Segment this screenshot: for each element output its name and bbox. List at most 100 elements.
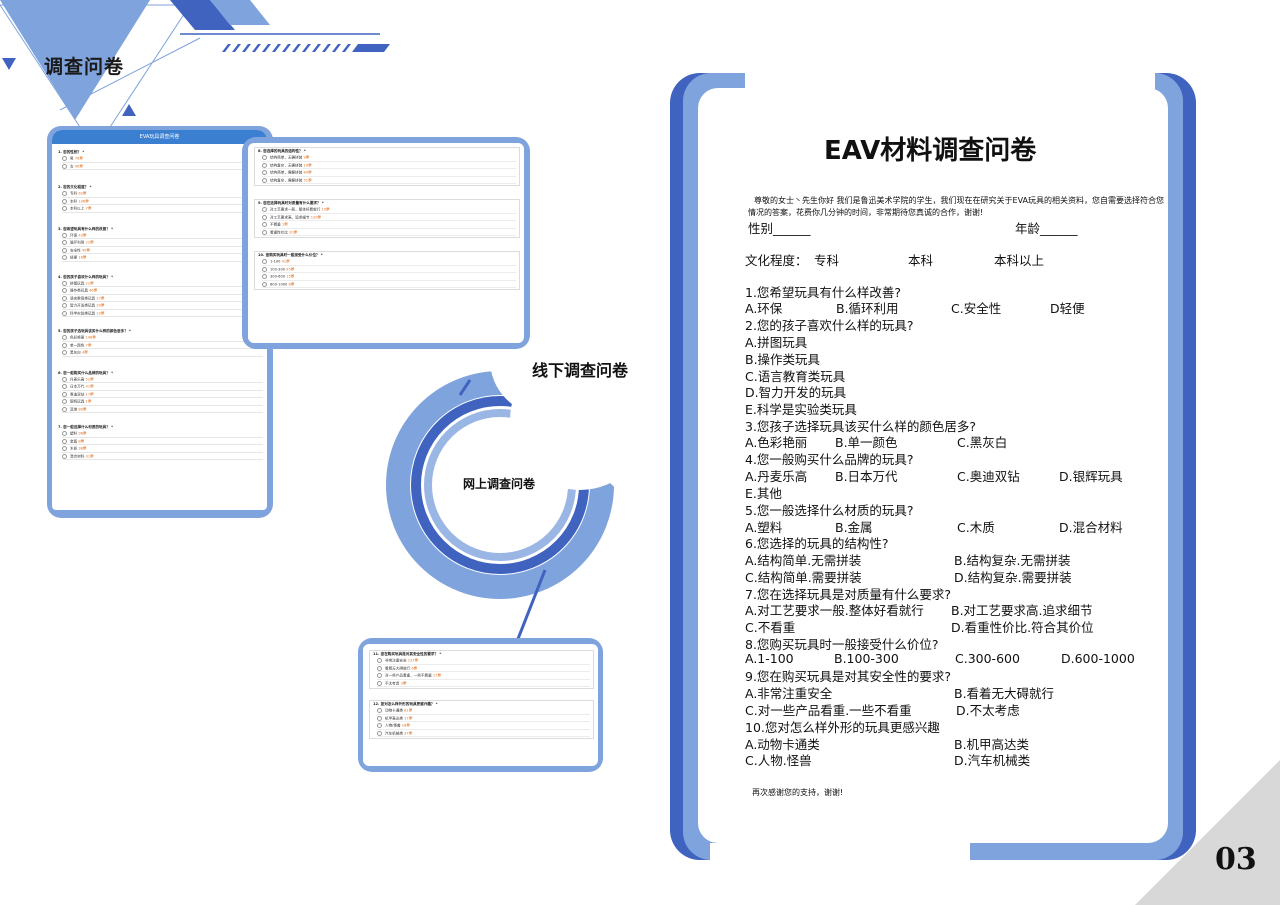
radio-icon[interactable] [262,266,267,272]
radio-icon[interactable] [62,247,67,253]
mini-option[interactable]: 100-300 95票 [262,266,516,273]
mini-option[interactable]: 看着无大碍就行 6票 [377,665,590,672]
radio-icon[interactable] [62,295,67,301]
mini-option[interactable]: 轻便 16票 [62,255,263,262]
radio-icon[interactable] [377,723,382,728]
mini-option[interactable]: 日本万代 41票 [62,384,263,391]
radio-icon[interactable] [62,163,67,169]
mini-option[interactable]: 对一些产品看重，一些不看重 17票 [377,673,590,680]
radio-icon[interactable] [62,206,67,211]
radio-icon[interactable] [62,350,67,355]
mini-option[interactable]: 语言教育类玩具 27票 [62,295,263,302]
mini-option-label: 300-600 [270,274,286,279]
radio-icon[interactable] [62,431,67,436]
radio-icon[interactable] [62,156,67,161]
radio-icon[interactable] [62,453,67,459]
mini-option[interactable]: 1-100 41票 [262,259,516,266]
mini-option[interactable]: 专科 62票 [62,191,263,198]
mini-option[interactable]: 奥迪双钻 17票 [62,391,263,398]
mini-option[interactable]: 塑料 96票 [62,431,263,438]
mini-option[interactable]: 银辉玩具 1票 [62,399,263,406]
mini-option[interactable]: 操作类玩具 46票 [62,288,263,295]
mini-option[interactable]: 人物/怪兽 18票 [377,723,590,730]
mini-option[interactable]: 木质 38票 [62,446,263,453]
radio-icon[interactable] [262,214,267,220]
radio-icon[interactable] [262,207,267,212]
mini-option[interactable]: 混合材料 31票 [62,453,263,460]
mini-option[interactable]: 其他 80票 [62,406,263,413]
radio-icon[interactable] [377,665,382,671]
mini-option[interactable]: 不看重 1票 [262,222,516,229]
radio-icon[interactable] [62,310,67,316]
mini-option[interactable]: 科学实验类玩具 10票 [62,310,263,317]
mini-option[interactable]: 看重性价比 20票 [262,229,516,236]
mini-option[interactable]: 结构复杂，需要拼装 51票 [262,177,516,184]
mini-option[interactable]: 结构简单，需要拼装 84票 [262,170,516,177]
age-field: 年龄______ [1015,221,1078,236]
radio-icon[interactable] [262,259,267,264]
answer-option: D轻便 [1050,301,1085,316]
mini-option[interactable]: 单一颜色 7票 [62,342,263,349]
radio-icon[interactable] [62,399,67,404]
radio-icon[interactable] [377,673,382,678]
radio-icon[interactable] [62,280,67,286]
radio-icon[interactable] [262,229,267,235]
mini-option[interactable]: 安全性 49票 [62,247,263,254]
radio-icon[interactable] [262,155,267,160]
mini-option[interactable]: 色彩艳丽 148票 [62,335,263,342]
education-label: 文化程度： [745,253,808,268]
mini-option[interactable]: 结构复杂，无需拼装 19票 [262,162,516,169]
radio-icon[interactable] [262,162,267,168]
radio-icon[interactable] [62,198,67,204]
mini-option[interactable]: 对工艺要求高，追求细节 120票 [262,214,516,221]
radio-icon[interactable] [262,177,267,183]
mini-option[interactable]: 女 49票 [62,163,263,170]
mini-option[interactable]: 本科以上 7票 [62,206,263,213]
mini-option[interactable]: 环保 43票 [62,232,263,239]
radio-icon[interactable] [62,303,67,308]
radio-icon[interactable] [62,406,67,412]
mini-option[interactable]: 非常注重安全 137票 [377,658,590,665]
mini-option[interactable]: 机甲高达类 17票 [377,715,590,722]
radio-icon[interactable] [62,288,67,293]
radio-icon[interactable] [62,342,67,348]
answer-option: B.对工艺要求高.追求细节 [951,603,1093,618]
mini-option[interactable]: 黑灰白 4票 [62,350,263,357]
radio-icon[interactable] [377,730,382,736]
mini-option[interactable]: 300-600 15票 [262,274,516,281]
mini-option[interactable]: 动物卡通类 81票 [377,708,590,715]
radio-icon[interactable] [377,708,382,713]
radio-icon[interactable] [62,391,67,397]
radio-icon[interactable] [262,274,267,279]
mini-option[interactable]: 丹麦乐高 52票 [62,376,263,383]
radio-icon[interactable] [62,384,67,389]
radio-icon[interactable] [62,446,67,451]
radio-icon[interactable] [377,658,382,663]
paper-notch-bottom [710,843,970,861]
mini-option[interactable]: 汽车机械类 37票 [377,730,590,737]
radio-icon[interactable] [62,255,67,260]
radio-icon[interactable] [62,240,67,245]
mini-option[interactable]: 结构简单，无需拼装 9票 [262,155,516,162]
mini-question-text: 2. 您的文化程度？ * [58,185,92,189]
mini-option[interactable]: 男 76票 [62,156,263,163]
radio-icon[interactable] [262,170,267,175]
mini-option-label: 其他 [70,407,78,411]
radio-icon[interactable] [262,222,267,227]
mini-option[interactable]: 本科 106票 [62,198,263,205]
mini-option[interactable]: 金属 8票 [62,438,263,445]
mini-option[interactable]: 不太考虑 3票 [377,680,590,687]
radio-icon[interactable] [377,680,382,686]
mini-option[interactable]: 拼图玩具 22票 [62,280,263,287]
mini-option[interactable]: 循环利用 22票 [62,240,263,247]
radio-icon[interactable] [62,232,67,238]
mini-option[interactable]: 对工艺要求一般，整体好看就行 19票 [262,207,516,214]
radio-icon[interactable] [62,376,67,382]
mini-option[interactable]: 智力开发类玩具 20票 [62,303,263,310]
radio-icon[interactable] [377,715,382,721]
radio-icon[interactable] [62,191,67,196]
radio-icon[interactable] [262,281,267,287]
mini-option[interactable]: 600-1000 8票 [262,281,516,288]
radio-icon[interactable] [62,335,67,340]
radio-icon[interactable] [62,438,67,444]
